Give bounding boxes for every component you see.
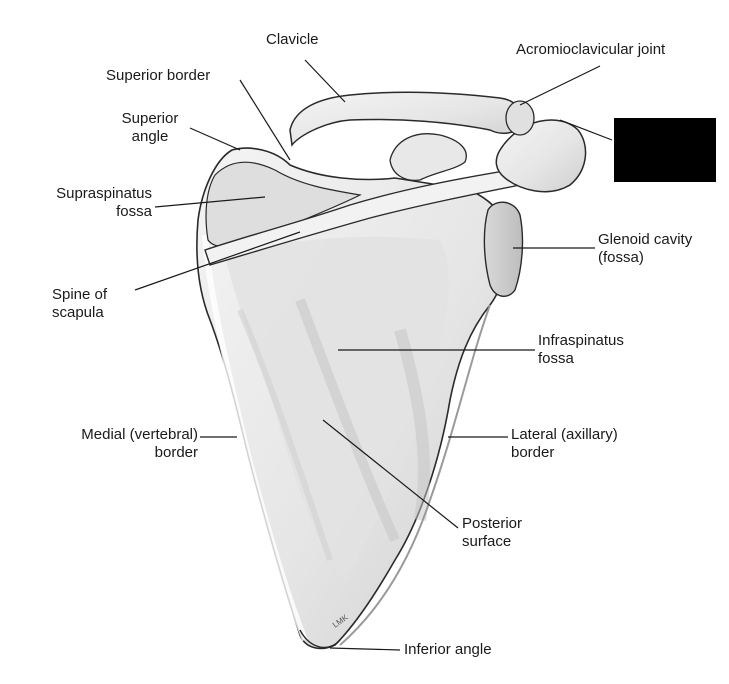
label-medial-border: Medial (vertebral) border — [81, 426, 198, 461]
label-glenoid-cavity: Glenoid cavity (fossa) — [598, 231, 693, 266]
label-supraspinatus-fossa: Supraspinatus fossa — [56, 185, 152, 220]
clavicle-bone — [289, 91, 522, 147]
label-lateral-border: Lateral (axillary) border — [511, 426, 618, 461]
label-clavicle: Clavicle — [266, 31, 319, 48]
label-acromioclavicular-joint: Acromioclavicular joint — [516, 41, 666, 58]
label-inferior-angle: Inferior angle — [404, 641, 492, 658]
glenoid-cavity — [483, 201, 524, 297]
label-superior-angle: Superior angle — [121, 110, 179, 145]
leader-lines — [134, 59, 613, 651]
label-superior-border: Superior border — [106, 67, 211, 84]
redacted-label-box — [614, 118, 716, 182]
label-infraspinatus-fossa: Infraspinatus fossa — [538, 332, 624, 367]
label-spine-of-scapula: Spine of scapula — [52, 286, 108, 321]
acromion — [495, 119, 587, 193]
label-posterior-surface: Posterior surface — [462, 515, 523, 550]
